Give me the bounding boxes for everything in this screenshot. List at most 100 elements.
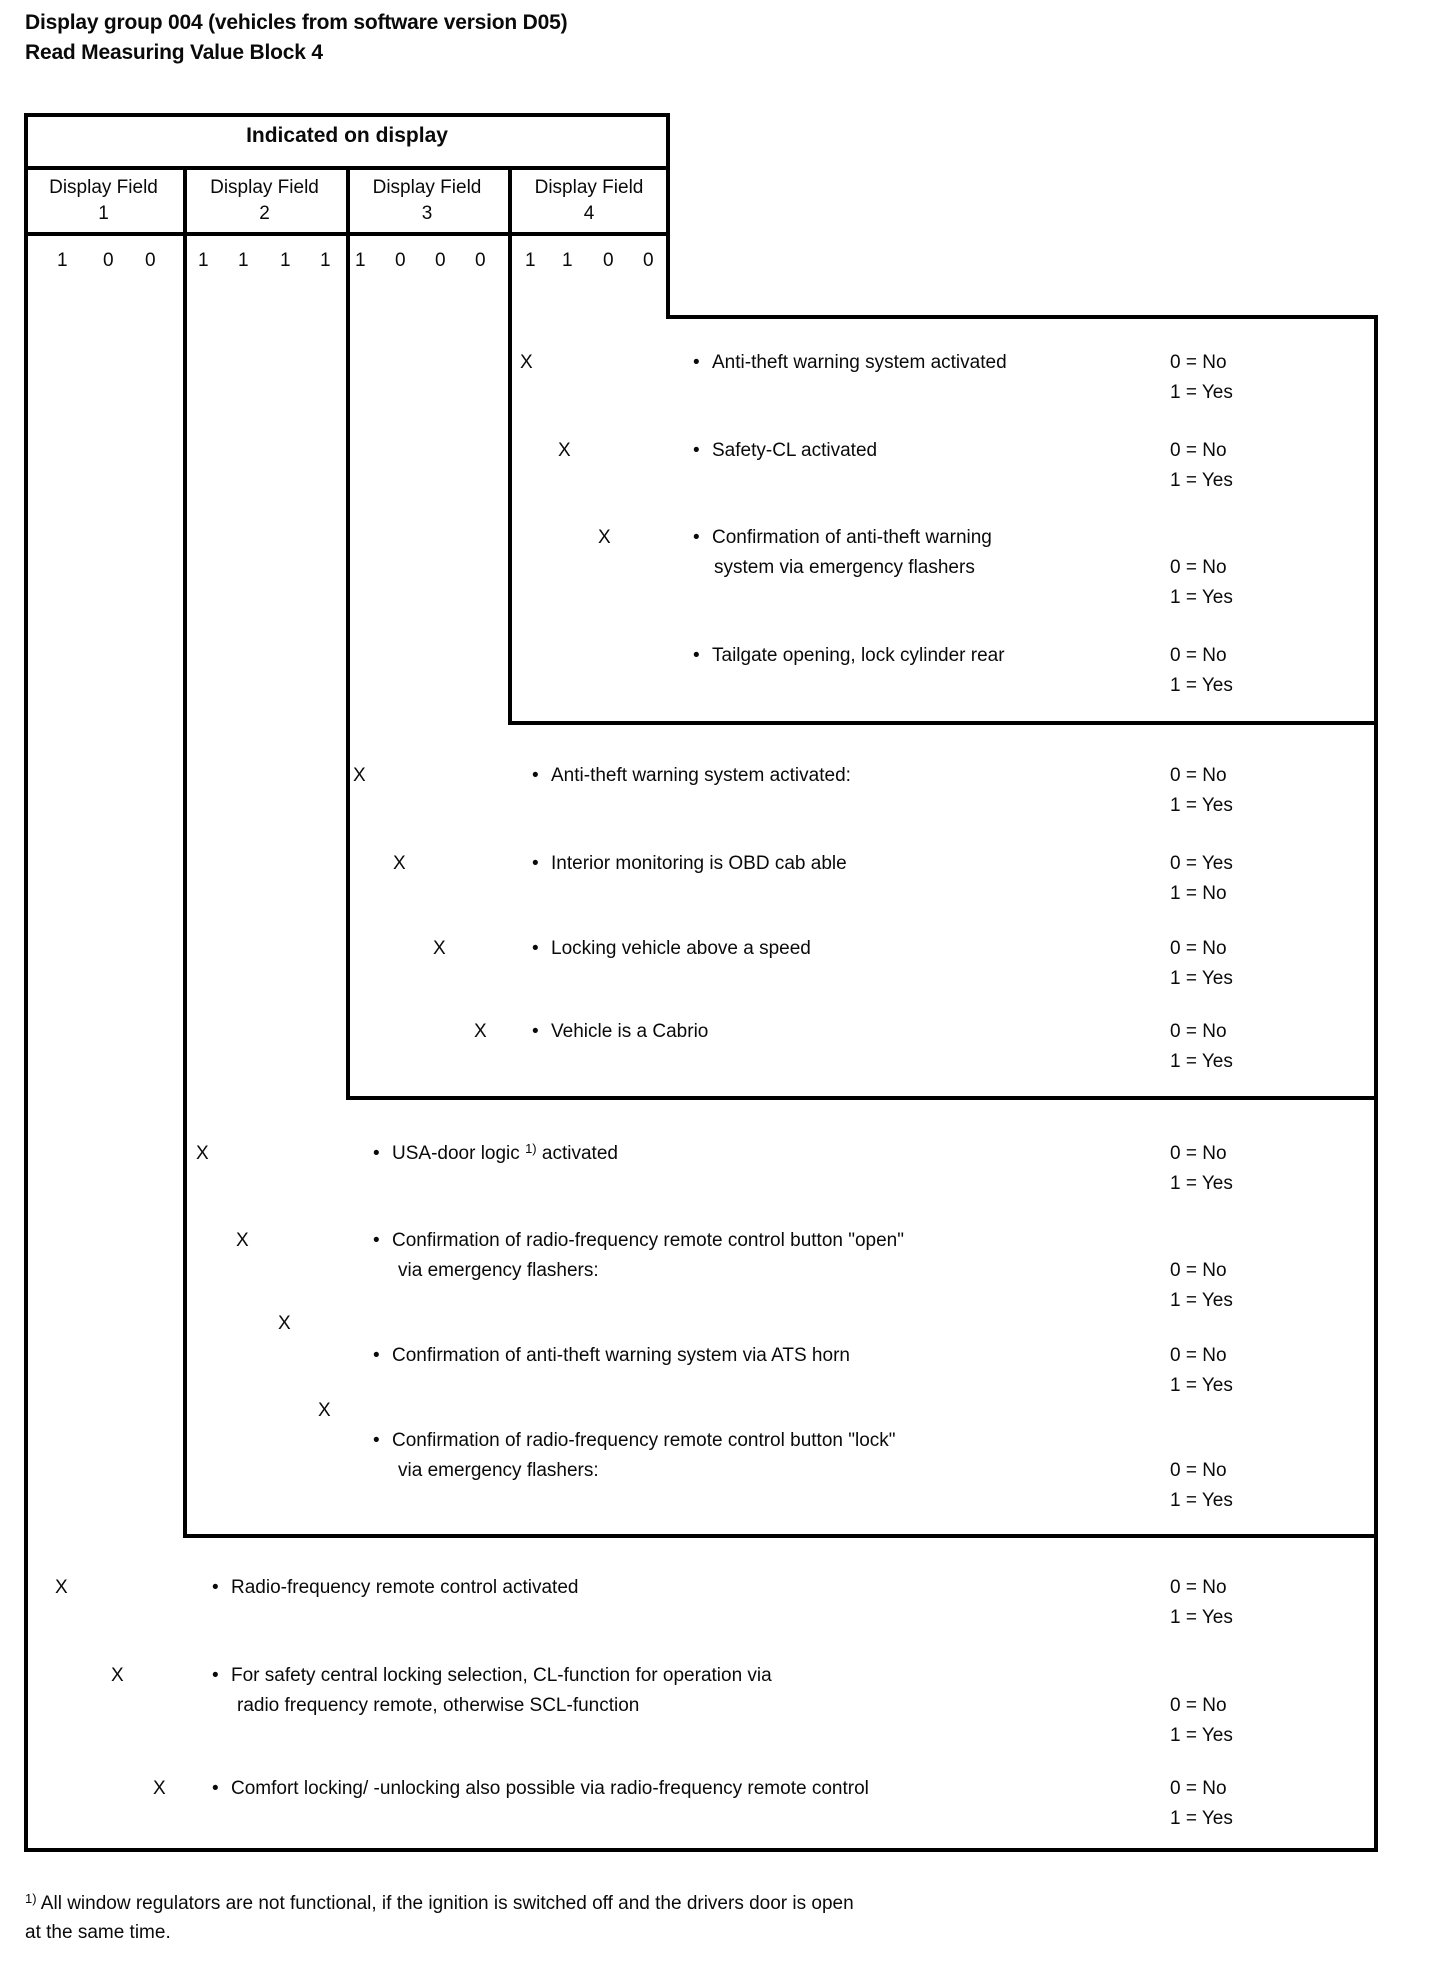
x-mark: X <box>278 1313 291 1334</box>
field4-box-bottom <box>508 721 1378 725</box>
legend-zero: 0 = No <box>1170 1460 1227 1481</box>
legend-zero: 0 = No <box>1170 1143 1227 1164</box>
row-text-line2: via emergency flashers: <box>398 1260 599 1281</box>
row-text-line1: For safety central locking selection, CL… <box>212 1665 772 1687</box>
bit-digit: 1 <box>355 250 366 271</box>
row-text: Safety-CL activated <box>693 440 877 462</box>
page-title-line2: Read Measuring Value Block 4 <box>25 41 323 64</box>
legend-zero: 0 = No <box>1170 645 1227 666</box>
bit-digit: 0 <box>603 250 614 271</box>
row-text: Interior monitoring is OBD cab able <box>532 853 847 875</box>
column4-header-label: Display Field <box>534 177 644 198</box>
x-mark: X <box>55 1577 68 1598</box>
column3-header-label: Display Field <box>372 177 482 198</box>
column2-header-label: Display Field <box>210 177 319 198</box>
x-mark: X <box>598 527 611 548</box>
x-mark: X <box>393 853 406 874</box>
row-text-pre: USA-door logic <box>392 1143 526 1164</box>
x-mark: X <box>153 1778 166 1799</box>
field2-box-bottom <box>183 1534 1378 1538</box>
field3-box-bottom <box>346 1096 1378 1100</box>
legend-one: 1 = Yes <box>1170 1490 1233 1511</box>
row-text: Confirmation of anti-theft warning syste… <box>373 1345 850 1367</box>
column1-header-label: Display Field <box>49 177 158 198</box>
row-text: Radio-frequency remote control activated <box>212 1577 578 1599</box>
legend-zero: 0 = No <box>1170 352 1227 373</box>
table-header: Indicated on display <box>246 124 448 147</box>
bit-digit: 0 <box>643 250 654 271</box>
footnote-marker: 1) <box>525 1141 537 1156</box>
bit-digit: 1 <box>198 250 209 271</box>
footnote-marker: 1) <box>25 1891 37 1906</box>
legend-one: 1 = Yes <box>1170 675 1233 696</box>
legend-zero: 0 = No <box>1170 1345 1227 1366</box>
bit-digit: 0 <box>435 250 446 271</box>
row-text-line2: system via emergency flashers <box>714 557 975 578</box>
legend-one: 1 = Yes <box>1170 795 1233 816</box>
diagram-border-left <box>24 113 28 1852</box>
row-text: Anti-theft warning system activated: <box>532 765 851 787</box>
legend-zero: 0 = No <box>1170 938 1227 959</box>
legend-one: 1 = Yes <box>1170 587 1233 608</box>
bit-digit: 1 <box>320 250 331 271</box>
column3-left-border <box>346 170 350 1100</box>
bit-digit: 1 <box>562 250 573 271</box>
x-mark: X <box>111 1665 124 1686</box>
legend-one: 1 = Yes <box>1170 1725 1233 1746</box>
legend-one: 1 = Yes <box>1170 968 1233 989</box>
legend-zero: 0 = No <box>1170 440 1227 461</box>
row-text: USA-door logic 1) activated <box>373 1141 618 1166</box>
table-border-right <box>666 113 670 319</box>
bit-digit: 0 <box>103 250 114 271</box>
table-border-top <box>24 113 670 117</box>
x-mark: X <box>433 938 446 959</box>
legend-zero: 0 = No <box>1170 1778 1227 1799</box>
footnote-text: All window regulators are not functional… <box>40 1893 854 1914</box>
row-text: Tailgate opening, lock cylinder rear <box>693 645 1005 667</box>
field4-box-top <box>666 315 1378 319</box>
bit-digit: 1 <box>280 250 291 271</box>
column4-header-number: 4 <box>583 203 595 224</box>
column4-left-border <box>508 170 512 725</box>
legend-zero: 0 = No <box>1170 1577 1227 1598</box>
row-text-post: activated <box>536 1143 618 1164</box>
column2-left-border <box>183 170 187 1538</box>
legend-zero: 0 = No <box>1170 1695 1227 1716</box>
row-text: Locking vehicle above a speed <box>532 938 811 960</box>
x-mark: X <box>236 1230 249 1251</box>
diagram-border-right <box>1374 315 1378 1852</box>
x-mark: X <box>558 440 571 461</box>
legend-zero: 0 = No <box>1170 1021 1227 1042</box>
legend-one: 1 = Yes <box>1170 382 1233 403</box>
x-mark: X <box>318 1400 331 1421</box>
footnote-line2: at the same time. <box>25 1922 171 1943</box>
legend-one: 1 = No <box>1170 883 1227 904</box>
column2-header-number: 2 <box>259 203 270 224</box>
row-text-line1: Confirmation of radio-frequency remote c… <box>373 1430 896 1452</box>
legend-one: 1 = Yes <box>1170 1607 1233 1628</box>
row-text-line1: Confirmation of radio-frequency remote c… <box>373 1230 904 1252</box>
row-text: Vehicle is a Cabrio <box>532 1021 708 1043</box>
column3-header-number: 3 <box>421 203 433 224</box>
row-text-line2: radio frequency remote, otherwise SCL-fu… <box>237 1695 640 1716</box>
row-text: Comfort locking/ -unlocking also possibl… <box>212 1778 869 1800</box>
table-border-header-bottom <box>24 166 670 170</box>
row-text: Anti-theft warning system activated <box>693 352 1007 374</box>
diagram-border-bottom <box>24 1848 1378 1852</box>
footnote-line1: 1) All window regulators are not functio… <box>25 1891 854 1916</box>
legend-zero: 0 = No <box>1170 557 1227 578</box>
row-text-line2: via emergency flashers: <box>398 1460 599 1481</box>
legend-one: 1 = Yes <box>1170 1375 1233 1396</box>
bit-digit: 0 <box>475 250 486 271</box>
bit-digit: 0 <box>395 250 406 271</box>
bit-digit: 1 <box>525 250 536 271</box>
column1-header-number: 1 <box>98 203 109 224</box>
legend-zero: 0 = No <box>1170 765 1227 786</box>
legend-one: 1 = Yes <box>1170 470 1233 491</box>
page-title-line1: Display group 004 (vehicles from softwar… <box>25 11 568 34</box>
x-mark: X <box>474 1021 487 1042</box>
legend-zero: 0 = No <box>1170 1260 1227 1281</box>
bit-digit: 0 <box>145 250 156 271</box>
legend-one: 1 = Yes <box>1170 1290 1233 1311</box>
